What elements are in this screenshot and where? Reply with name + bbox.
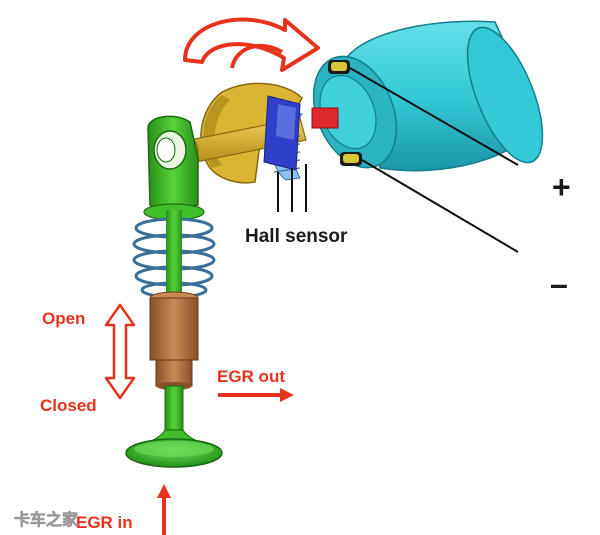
closed-label: Closed: [40, 396, 97, 415]
open-label: Open: [42, 309, 85, 328]
minus-terminal-label: –: [550, 266, 568, 302]
actuator-lever: [143, 115, 205, 221]
valve-stem-upper: [166, 210, 182, 300]
electric-motor: [311, 20, 544, 172]
up-arrow-icon: [157, 484, 171, 535]
double-headed-arrow-icon: [104, 303, 136, 400]
right-arrow-icon: [218, 388, 294, 402]
egr-out-label: EGR out: [217, 367, 285, 386]
hall-sensor: [263, 95, 307, 212]
plus-terminal-label: +: [552, 169, 571, 205]
valve-guide: [149, 291, 199, 390]
curved-rotation-arrow-icon: [183, 17, 320, 72]
wires: [349, 67, 519, 253]
watermark-text: 卡车之家: [14, 510, 79, 529]
egr-in-label: EGR in: [76, 513, 133, 532]
hall-sensor-label: Hall sensor: [245, 226, 348, 247]
valve-poppet: [125, 385, 223, 468]
